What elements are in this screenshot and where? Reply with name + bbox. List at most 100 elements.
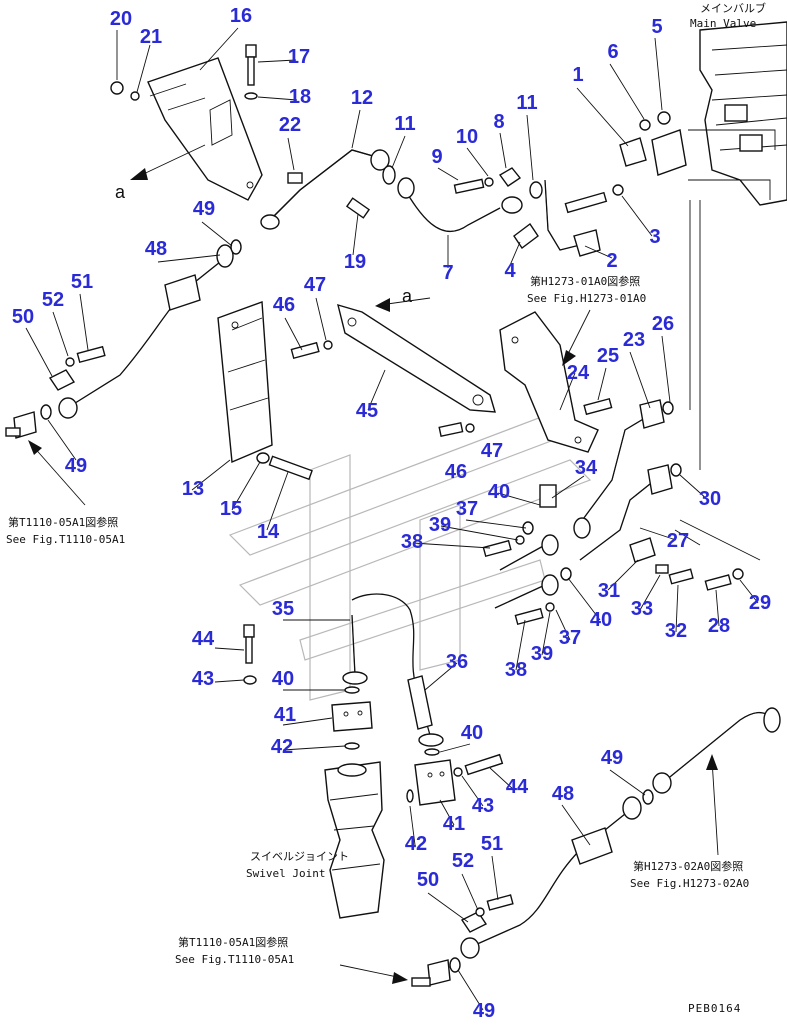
nut-5: [657, 111, 671, 125]
part-label-40: 40: [590, 609, 612, 631]
drawing-code: PEB0164: [688, 1002, 741, 1015]
swivel-joint-label-en: Swivel Joint: [246, 867, 325, 880]
swivel-joint-label-jp: スイベルジョイント: [250, 850, 349, 863]
part-label-42: 42: [271, 736, 293, 758]
bracket-45: [337, 303, 496, 413]
part-label-11: 11: [394, 113, 415, 135]
bolt-28: [704, 574, 732, 591]
clamp-50a: [48, 369, 76, 391]
washer-47b: [465, 423, 475, 433]
part-label-20: 20: [110, 8, 132, 30]
bolt-25: [583, 397, 613, 416]
part-label-13: 13: [182, 478, 204, 500]
washer-39b: [545, 602, 555, 612]
part-label-46: 46: [445, 461, 467, 483]
part-label-9: 9: [431, 146, 442, 168]
fitting-block: [573, 517, 591, 539]
ref-h127302-en: See Fig.H1273-02A0: [630, 877, 749, 890]
part-label-39: 39: [429, 514, 451, 536]
part-label-44: 44: [192, 628, 215, 650]
clip-19: [345, 197, 371, 219]
leader-lines: [25, 27, 759, 1011]
part-label-3: 3: [649, 226, 660, 248]
bolt-38b: [514, 607, 544, 626]
part-label-42: 42: [405, 833, 427, 855]
part-label-18: 18: [289, 86, 311, 108]
part-label-48: 48: [552, 783, 574, 805]
main-valve-label-jp: メインバルブ: [700, 1, 766, 15]
bolt-51b: [486, 894, 514, 911]
part-label-33: 33: [631, 598, 653, 620]
part-label-43: 43: [472, 795, 494, 817]
hose-35: [342, 614, 368, 685]
part-label-51: 51: [481, 833, 503, 855]
clamp-8: [498, 167, 522, 187]
o-ring-40d: [424, 748, 440, 756]
part-label-22: 22: [279, 114, 301, 136]
part-label-24: 24: [567, 362, 590, 384]
washer-6: [639, 119, 651, 131]
part-label-39: 39: [531, 643, 553, 665]
clamp-50b: [460, 911, 488, 933]
part-label-11: 11: [516, 92, 537, 114]
ref-h127302-jp: 第H1273-02A0図参照: [633, 859, 743, 873]
swivel-joint: [324, 761, 385, 919]
o-ring-11a: [382, 165, 396, 185]
ref-t111005-en-left: See Fig.T1110-05A1: [6, 533, 125, 546]
o-ring-30: [670, 463, 682, 477]
part-label-36: 36: [446, 651, 468, 673]
part-label-29: 29: [749, 592, 771, 614]
part-label-49: 49: [193, 198, 215, 220]
bolt-32: [668, 568, 694, 585]
part-label-38: 38: [401, 531, 423, 553]
clamp-31: [629, 537, 656, 563]
arrow-head-h127301: [562, 350, 576, 366]
part-label-45: 45: [356, 400, 378, 422]
nut-20: [110, 81, 124, 95]
fitting-left: [5, 411, 37, 439]
part-label-49: 49: [65, 455, 87, 477]
hose-48a: [58, 244, 234, 419]
bolt-9: [453, 178, 485, 194]
bolt-17: [245, 44, 257, 86]
bolt-44b: [464, 753, 504, 776]
o-ring-40b: [560, 567, 572, 581]
part-label-16: 16: [230, 5, 252, 27]
part-label-21: 21: [140, 26, 162, 48]
o-ring-42b: [406, 789, 414, 803]
part-label-34: 34: [575, 457, 598, 479]
part-label-17: 17: [288, 46, 310, 68]
arrow-head-t111005-left: [28, 440, 42, 455]
bolt-2: [564, 191, 608, 214]
part-label-37: 37: [559, 627, 581, 649]
part-label-12: 12: [351, 87, 373, 109]
tube-12: [260, 149, 390, 230]
part-label-43: 43: [192, 668, 214, 690]
part-label-52: 52: [452, 850, 474, 872]
washer-3: [612, 184, 624, 196]
view-letter-a-left: a: [115, 182, 126, 202]
part-label-19: 19: [344, 251, 366, 273]
o-ring-49d: [449, 957, 461, 973]
part-label-1: 1: [572, 64, 583, 86]
part-label-5: 5: [651, 16, 662, 38]
part-label-52: 52: [42, 289, 64, 311]
o-ring-42a: [344, 742, 360, 750]
part-label-38: 38: [505, 659, 527, 681]
block-41b: [414, 759, 456, 806]
o-ring-40c: [344, 686, 360, 694]
part-label-30: 30: [699, 488, 721, 510]
hose-48b: [460, 796, 642, 959]
part-label-7: 7: [442, 262, 453, 284]
clamp-34: [539, 484, 557, 508]
o-ring-49b: [40, 404, 52, 420]
arrow-head-a2: [375, 298, 390, 312]
clamp-4: [513, 222, 539, 250]
hose-7: [397, 177, 523, 232]
bracket-13: [217, 301, 273, 464]
ref-h127301-en: See Fig.H1273-01A0: [527, 292, 646, 305]
washer-47a: [323, 340, 333, 350]
part-label-50: 50: [12, 306, 34, 328]
bolt-46b: [438, 421, 464, 438]
